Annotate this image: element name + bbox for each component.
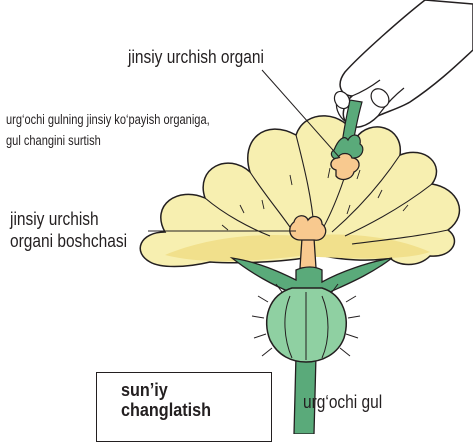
title-line2: changlatish	[121, 400, 256, 420]
stigma-label-line1: jinsiy urchish	[10, 208, 127, 230]
female-flower-label: urg‘ochi gul	[303, 393, 382, 413]
title-line1: sun’iy	[121, 380, 256, 400]
pollination-note: urg‘ochi gulning jinsiy ko‘payish organi…	[6, 109, 210, 151]
stigma-label: jinsiy urchish organi boshchasi	[10, 208, 127, 252]
pollination-note-line2: gul changini surtish	[6, 130, 210, 151]
organ-label: jinsiy urchish organi	[128, 48, 264, 68]
title-box: sun’iy changlatish	[96, 372, 272, 442]
pollination-note-line1: urg‘ochi gulning jinsiy ko‘payish organi…	[6, 109, 210, 130]
stigma-label-line2: organi boshchasi	[10, 230, 127, 252]
style	[300, 238, 316, 268]
stigma	[290, 216, 326, 240]
